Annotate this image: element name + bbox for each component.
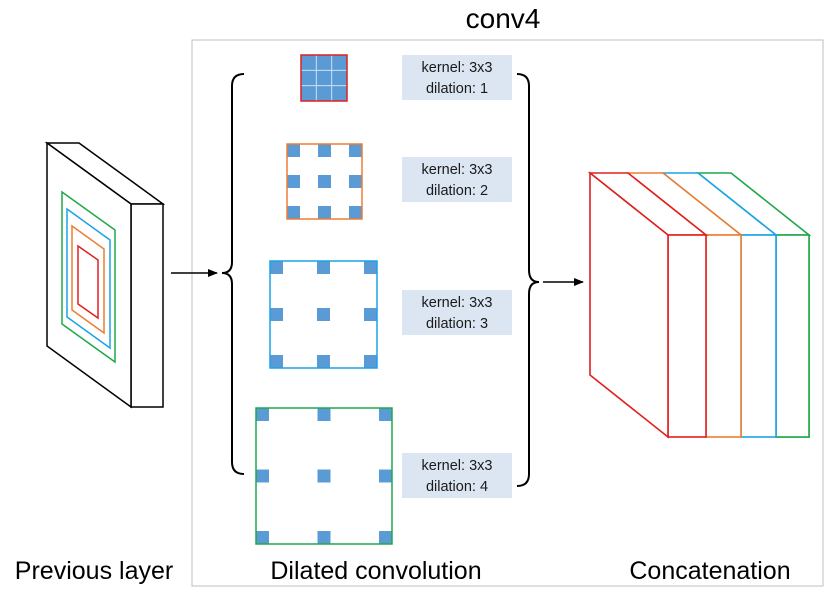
kernel-size-text: kernel: 3x3 (422, 295, 493, 311)
kernel-cell (317, 261, 330, 274)
kernel-dilation-1 (300, 54, 348, 102)
kernel-cell (317, 308, 330, 321)
kernel-label-2: kernel: 3x3 dilation: 2 (402, 157, 512, 202)
kernel-dilation-4 (255, 407, 393, 545)
right-brace (516, 73, 540, 487)
kernel-label-3: kernel: 3x3 dilation: 3 (402, 290, 512, 335)
kernel-cell (317, 408, 331, 421)
kernel-cell (287, 175, 300, 188)
kernel-cell (317, 355, 330, 368)
kernel-cell (318, 144, 331, 157)
previous-layer-red-ring (77, 244, 99, 320)
kernel-cell (349, 175, 362, 188)
kernel-dilation-2 (286, 143, 363, 220)
conv4-title: conv4 (466, 3, 541, 34)
kernel-cell (317, 531, 331, 544)
dilation-text: dilation: 1 (426, 81, 488, 97)
previous-layer-green-ring (61, 190, 116, 364)
left-brace (221, 73, 245, 475)
kernel-cell (256, 531, 269, 544)
kernel-dilation-3 (269, 260, 378, 369)
kernel-cell (287, 144, 300, 157)
kernel-size-text: kernel: 3x3 (422, 458, 493, 474)
kernel-border (269, 260, 378, 369)
dilation-text: dilation: 2 (426, 183, 488, 199)
kernel-cell (318, 206, 331, 219)
kernel-cell (270, 261, 283, 274)
kernel-cell (270, 355, 283, 368)
kernel-size-text: kernel: 3x3 (422, 162, 493, 178)
kernel-cell (256, 469, 269, 483)
kernel-label-4: kernel: 3x3 dilation: 4 (402, 453, 512, 498)
kernel-size-text: kernel: 3x3 (422, 60, 493, 76)
kernel-cell (349, 206, 362, 219)
kernel-cell (256, 408, 269, 421)
kernel-cell (379, 469, 392, 483)
previous-layer-blue-ring (66, 207, 111, 350)
dilation-text: dilation: 3 (426, 316, 488, 332)
dilated-kernels (255, 54, 393, 545)
dilation-text: dilation: 4 (426, 479, 488, 495)
kernel-cell (349, 144, 362, 157)
concatenation-label: Concatenation (629, 557, 790, 585)
concatenation-block (587, 171, 812, 439)
kernel-border (255, 407, 393, 545)
kernel-cell (364, 261, 377, 274)
kernel-cell (318, 175, 331, 188)
kernel-cell (364, 308, 377, 321)
kernel-cell (270, 308, 283, 321)
kernel-border (300, 54, 348, 102)
kernel-cell (364, 355, 377, 368)
kernel-cells (301, 55, 347, 101)
previous-layer-block (44, 141, 166, 409)
previous-layer-label: Previous layer (15, 557, 173, 585)
kernel-cell (379, 531, 392, 544)
kernel-label-1: kernel: 3x3 dilation: 1 (402, 55, 512, 100)
kernel-cell (287, 206, 300, 219)
kernel-border (286, 143, 363, 220)
kernel-cell (317, 469, 331, 483)
previous-layer-orange-ring (71, 224, 105, 335)
kernel-cell (379, 408, 392, 421)
dilated-convolution-label: Dilated convolution (270, 557, 481, 585)
